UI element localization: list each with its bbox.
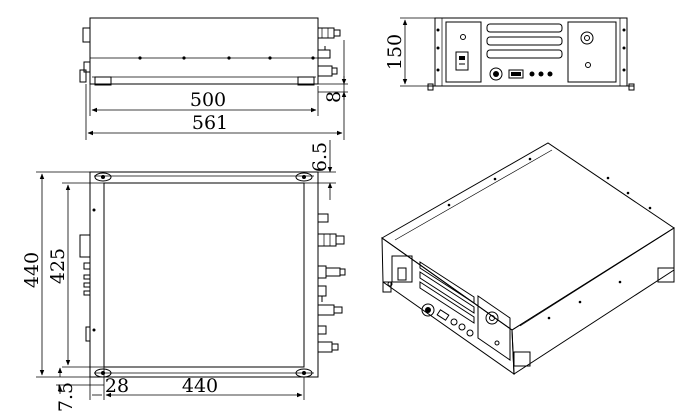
isometric-view [381, 142, 675, 375]
front-view: 150 [384, 17, 635, 91]
iso-vent-slots [419, 261, 475, 324]
front-connectors [489, 67, 553, 81]
plan-corner-feet [94, 172, 313, 378]
dim-7-5-label: 7.5 [55, 382, 77, 412]
iso-connectors [421, 303, 474, 337]
dim-500-label: 500 [190, 89, 226, 111]
plan-right-connectors [317, 213, 346, 353]
plan-view: 6.5 440 425 7.5 28 440 [21, 140, 346, 412]
dim-6-5-label: 6.5 [309, 142, 331, 172]
top-view-screws [138, 56, 315, 60]
dim-8-label: 8 [323, 91, 345, 103]
dim-561-label: 561 [192, 112, 228, 134]
top-view-connectors [317, 27, 341, 77]
iso-top-screws [447, 157, 652, 320]
dim-425-label: 425 [47, 248, 69, 284]
dim-28-label: 28 [105, 375, 129, 397]
top-view: 500 561 8 [79, 17, 348, 140]
dim-440-vertical-label: 440 [21, 252, 43, 288]
dim-440-horizontal-label: 440 [182, 375, 218, 397]
front-vent-slots [486, 23, 563, 59]
dim-150-label: 150 [384, 34, 406, 70]
